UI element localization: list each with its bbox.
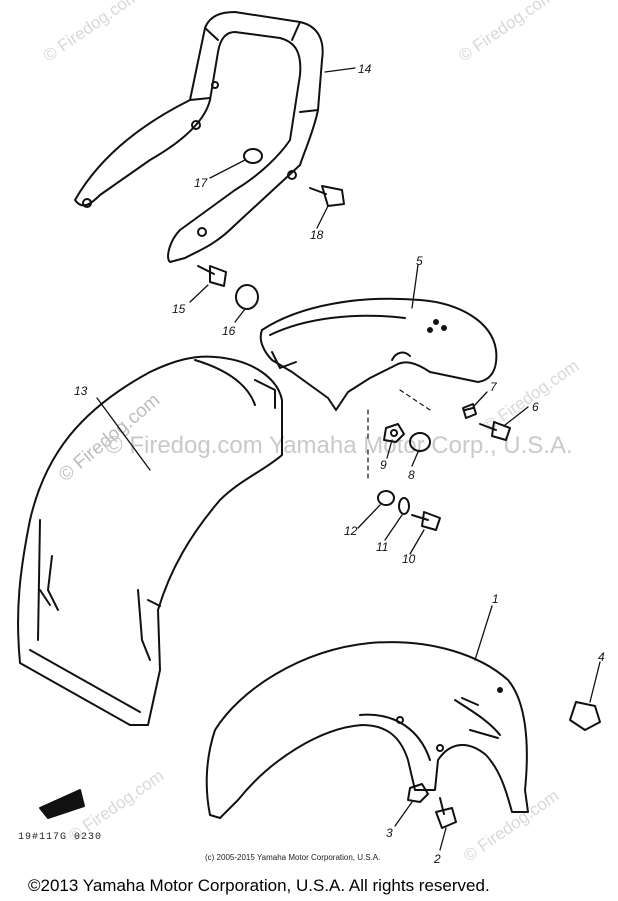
label-part-12: 12 [344, 524, 358, 538]
label-part-5: 5 [416, 254, 423, 268]
nut-part-3 [407, 783, 429, 803]
small-copyright: (c) 2005-2015 Yamaha Motor Corporation, … [205, 853, 381, 862]
diagram-code: 19#117G 0230 [18, 832, 103, 843]
label-part-9: 9 [380, 458, 387, 472]
label-part-1: 1 [492, 592, 499, 606]
label-part-15: 15 [172, 302, 186, 316]
washer-part-17 [243, 148, 263, 164]
bolt-part-2 [435, 797, 457, 829]
label-part-7: 7 [490, 380, 497, 394]
label-part-2: 2 [434, 852, 441, 866]
washer-part-12 [377, 490, 395, 506]
front-fender-part-1 [205, 641, 529, 819]
label-part-6: 6 [532, 400, 539, 414]
front-direction-icon [39, 789, 85, 819]
washer-part-8 [409, 432, 431, 452]
label-part-17: 17 [194, 176, 208, 190]
label-part-18: 18 [310, 228, 324, 242]
footer-copyright: ©2013 Yamaha Motor Corporation, U.S.A. A… [28, 876, 490, 895]
washer-part-11 [398, 497, 410, 515]
grommet-part-16 [235, 284, 259, 310]
pad-part-4 [569, 701, 601, 731]
rear-fender-part-13 [17, 355, 283, 726]
label-part-4: 4 [598, 650, 605, 664]
label-part-11: 11 [376, 540, 389, 554]
label-part-13: 13 [74, 384, 88, 398]
label-part-10: 10 [402, 552, 416, 566]
bolt-part-10 [411, 511, 441, 531]
label-part-14: 14 [358, 62, 372, 76]
bolt-part-15 [197, 265, 227, 287]
grab-bar-part-14 [74, 11, 324, 263]
bolt-part-6 [479, 421, 511, 441]
spring-washer-part-7 [462, 403, 477, 419]
label-part-16: 16 [222, 324, 236, 338]
label-part-3: 3 [386, 826, 393, 840]
nut-part-9 [383, 423, 405, 443]
label-part-8: 8 [408, 468, 415, 482]
fender-section-part-5 [259, 297, 498, 411]
bolt-part-18 [309, 185, 345, 207]
